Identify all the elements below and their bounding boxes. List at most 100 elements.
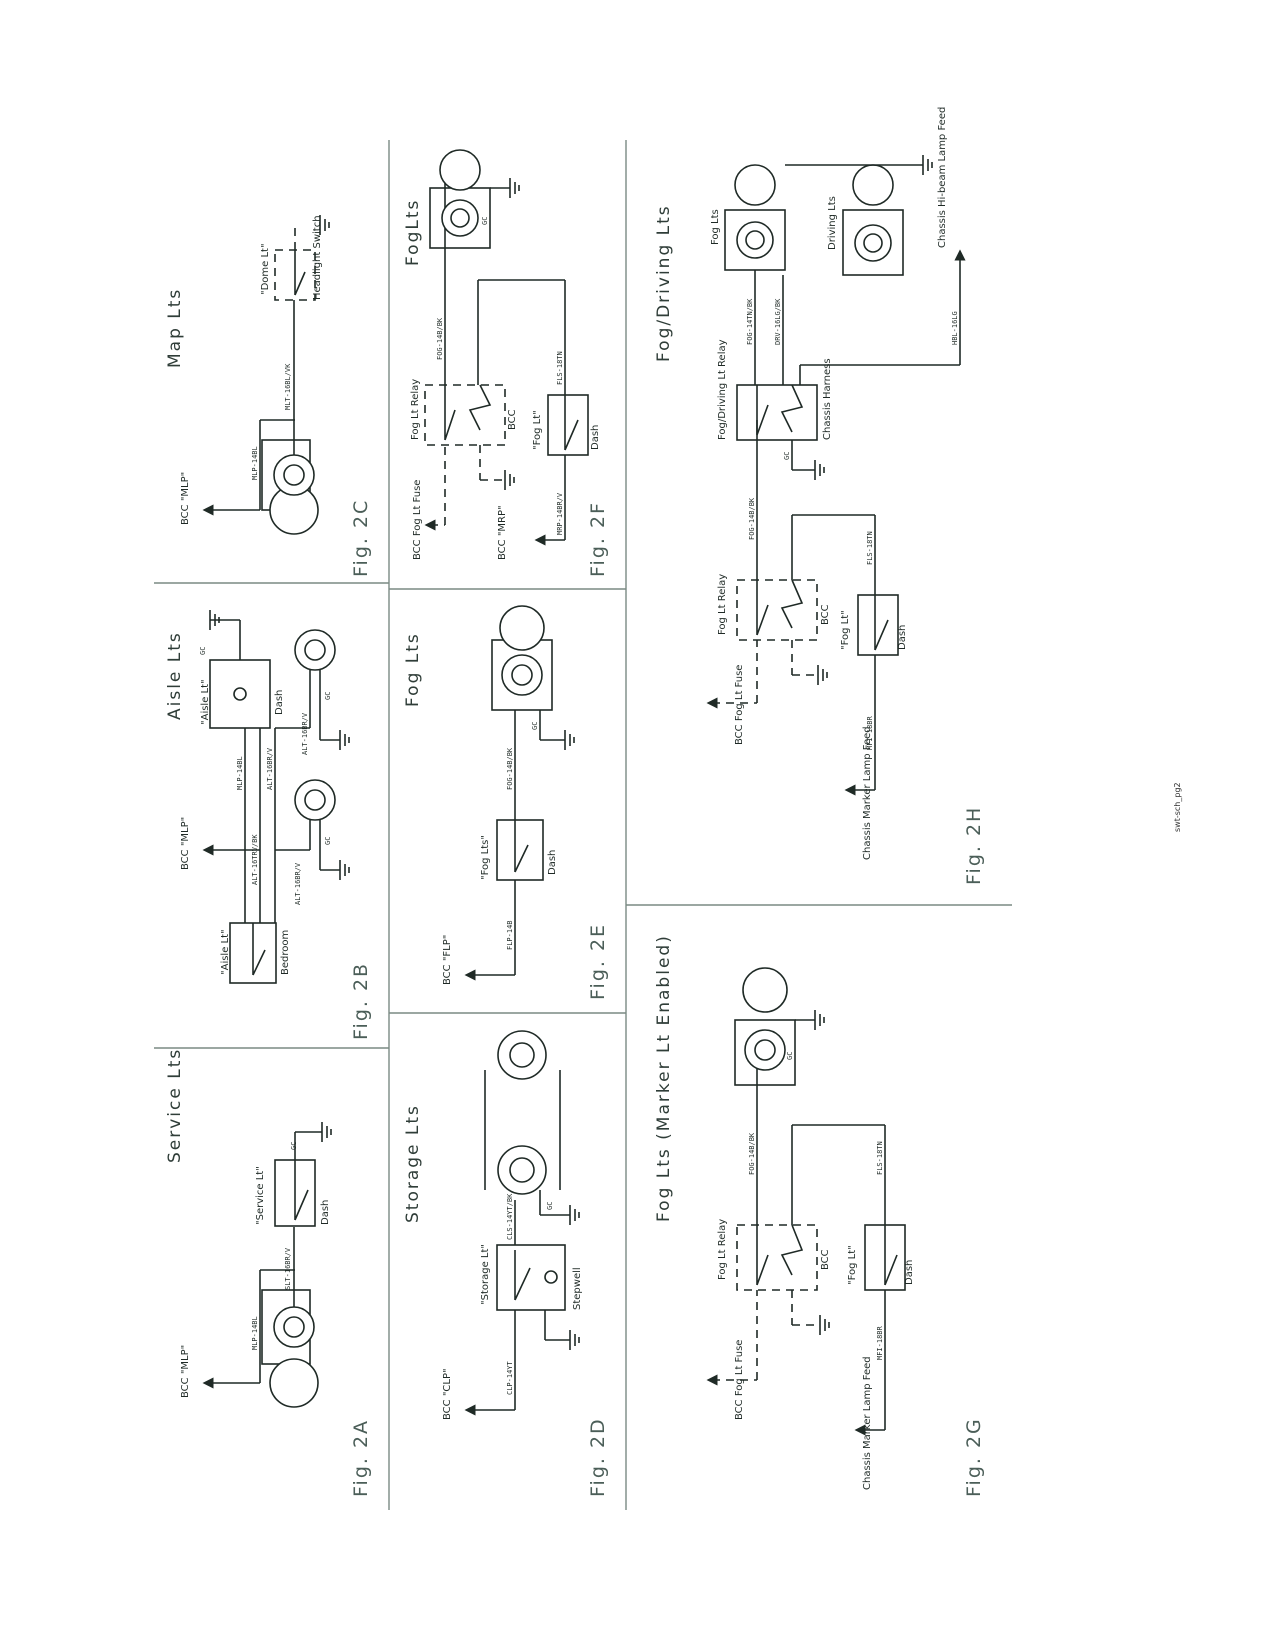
2f-feed-b: BCC "MRP": [497, 505, 508, 560]
fog-lamp-2f-b: [439, 149, 481, 191]
2b-ground-b: GC: [324, 692, 332, 700]
2d-location: Stepwell: [572, 1267, 583, 1310]
service-lamp: [269, 1358, 319, 1408]
page-id: swt-sch_pg2: [1173, 782, 1182, 832]
2h-wire-a: FOG-14B/BK: [748, 497, 756, 540]
fig-2c-label: Fig. 2C: [350, 499, 372, 577]
2a-wire-a: MLP-14BL: [251, 1316, 259, 1350]
fog-lamp-2e-a: [501, 654, 543, 696]
2a-wire-b: SLT-16BR/V: [284, 1247, 292, 1290]
2h-location: Dash: [897, 625, 908, 650]
2h-feed-c: Chassis Hi-beam Lamp Feed: [937, 107, 948, 248]
2h-ground: GC: [783, 452, 791, 460]
fig-2g-diagram: BCC Fog Lt Fuse Chassis Marker Lamp Feed…: [706, 967, 915, 1490]
title-fog-driving-lts: Fog/Driving Lts: [654, 204, 674, 362]
fog-lamp-2g-b: [742, 967, 788, 1013]
2g-ground: GC: [786, 1052, 794, 1060]
2b-switch-b: "Aisle Lt": [200, 679, 211, 725]
2f-location: Dash: [590, 425, 601, 450]
storage-lamp-a: [497, 1145, 547, 1195]
fig-2d-diagram: BCC "CLP" "Storage Lt" Stepwell CLP-14YT…: [442, 1030, 583, 1420]
2d-wire-a: CLP-14YT: [506, 1360, 514, 1395]
2g-relay-loc: BCC: [820, 1249, 831, 1270]
storage-switch: [496, 1244, 566, 1311]
title-fog-lts-2e: Fog Lts: [403, 632, 423, 707]
2e-location: Dash: [547, 850, 558, 875]
2b-wire-b: MLP-14BL: [236, 756, 244, 790]
2g-wire-b: FLS-18TN: [876, 1141, 884, 1175]
2h-wire-b: FLS-18TN: [866, 531, 874, 565]
2b-loc-b: Dash: [274, 690, 285, 715]
driving-lamp-2h-b: [852, 164, 894, 206]
2d-ground: GC: [546, 1202, 554, 1210]
2h-feed-b: Chassis Marker Lamp Feed: [862, 726, 873, 860]
2f-switch: "Fog Lt": [532, 410, 543, 450]
2c-feed: BCC "MLP": [180, 472, 191, 525]
fog-lamp-2g-a: [744, 1029, 786, 1071]
2b-wire-d: ALT-16BR/V: [266, 747, 274, 790]
fig-2h-label: Fig. 2H: [963, 806, 985, 885]
2h-wire-f: HBL-16LG: [951, 311, 959, 345]
2f-relay-loc: BCC: [507, 409, 518, 430]
driving-lamp-2h-a: [854, 224, 892, 262]
2b-ground-a: GC: [324, 837, 332, 845]
2a-switch: "Service Lt": [255, 1166, 266, 1225]
fig-2e-diagram: BCC "FLP" "Fog Lts" Dash FLP-14B FOG-14B…: [442, 605, 575, 985]
2b-feed: BCC "MLP": [180, 817, 191, 870]
fog-switch-2f: [547, 394, 589, 456]
2g-location: Dash: [904, 1260, 915, 1285]
2c-switch: "Dome Lt": [260, 243, 271, 295]
2b-switch-a: "Aisle Lt": [220, 929, 231, 975]
figure-titles: Service Lts Aisle Lts Map Lts Storage Lt…: [165, 199, 674, 1223]
2e-wire-a: FLP-14B: [506, 920, 514, 950]
2c-wire-a: MLP-14BL: [251, 446, 259, 480]
title-aisle-lts: Aisle Lts: [165, 631, 185, 720]
fog-switch-2e: [496, 819, 544, 881]
fig-2a-label: Fig. 2A: [350, 1419, 372, 1497]
2h-wire-e: DRV-16LG/BK: [774, 298, 782, 345]
2h-lamps-b: Driving Lts: [827, 196, 838, 250]
fig-2f-diagram: BCC Fog Lt Fuse BCC "MRP" Fog Lt Relay B…: [410, 149, 601, 560]
2c-wire-b: MLT-16BL/VK: [284, 363, 292, 410]
2b-wire-a: ALT-16BR/V: [294, 862, 302, 905]
2g-switch: "Fog Lt": [847, 1245, 858, 1285]
2d-wire-b: CLS-14YT/BK: [506, 1193, 514, 1240]
title-fog-lts-marker: Fog Lts (Marker Lt Enabled): [654, 934, 674, 1222]
2d-feed: BCC "CLP": [442, 1368, 453, 1420]
title-service-lts: Service Lts: [165, 1048, 185, 1163]
2a-location: Dash: [320, 1200, 331, 1225]
figure-labels: Fig. 2A Fig. 2B Fig. 2C Fig. 2D Fig. 2E …: [350, 499, 985, 1497]
2e-switch: "Fog Lts": [480, 835, 491, 880]
2h-feed-a: BCC Fog Lt Fuse: [734, 665, 745, 745]
fog-switch-2h: [857, 594, 899, 656]
2g-wire-a: FOG-14B/BK: [748, 1132, 756, 1175]
panel-dividers: [154, 140, 1012, 1510]
2f-relay: Fog Lt Relay: [410, 379, 421, 440]
2h-wire-d: FOG-14TN/BK: [746, 298, 754, 345]
2h-relay-b: Fog/Driving Lt Relay: [717, 339, 728, 440]
aisle-switch-dash: [209, 659, 271, 729]
2e-wire-b: FOG-14B/BK: [506, 747, 514, 790]
2b-wire-c: ALT-16TRV/BK: [251, 834, 259, 885]
2a-feed: BCC "MLP": [180, 1345, 191, 1398]
title-map-lts: Map Lts: [165, 288, 185, 368]
2h-wire-c: MFI-18BR: [866, 715, 874, 750]
fog-relay-2h: [736, 579, 818, 641]
2e-feed: BCC "FLP": [442, 935, 453, 985]
fog-lamp-2h-a: [736, 221, 774, 259]
fog-relay-2g: [736, 1224, 818, 1291]
fig-2h-diagram: BCC Fog Lt Fuse Chassis Marker Lamp Feed…: [706, 107, 966, 860]
2h-lamps-a: Fog Lts: [710, 209, 721, 245]
2b-ground-c: GC: [199, 647, 207, 655]
2a-ground: GC: [290, 1142, 298, 1150]
fig-2a-diagram: BCC "MLP" "Service Lt" Dash MLP-14BL SLT…: [180, 1122, 332, 1408]
2h-relay-a-loc: BCC: [820, 604, 831, 625]
fig-2c-diagram: BCC "MLP" "Dome Lt" Headlight Switch MLP…: [180, 215, 330, 535]
2h-switch: "Fog Lt": [840, 610, 851, 650]
fig-2e-label: Fig. 2E: [587, 923, 609, 1000]
fig-2b-diagram: BCC "MLP" "Aisle Lt" Bedroom "Aisle Lt" …: [180, 610, 350, 984]
2e-ground: GC: [531, 722, 539, 730]
fig-2b-label: Fig. 2B: [350, 962, 372, 1040]
fig-2d-label: Fig. 2D: [587, 1417, 609, 1497]
